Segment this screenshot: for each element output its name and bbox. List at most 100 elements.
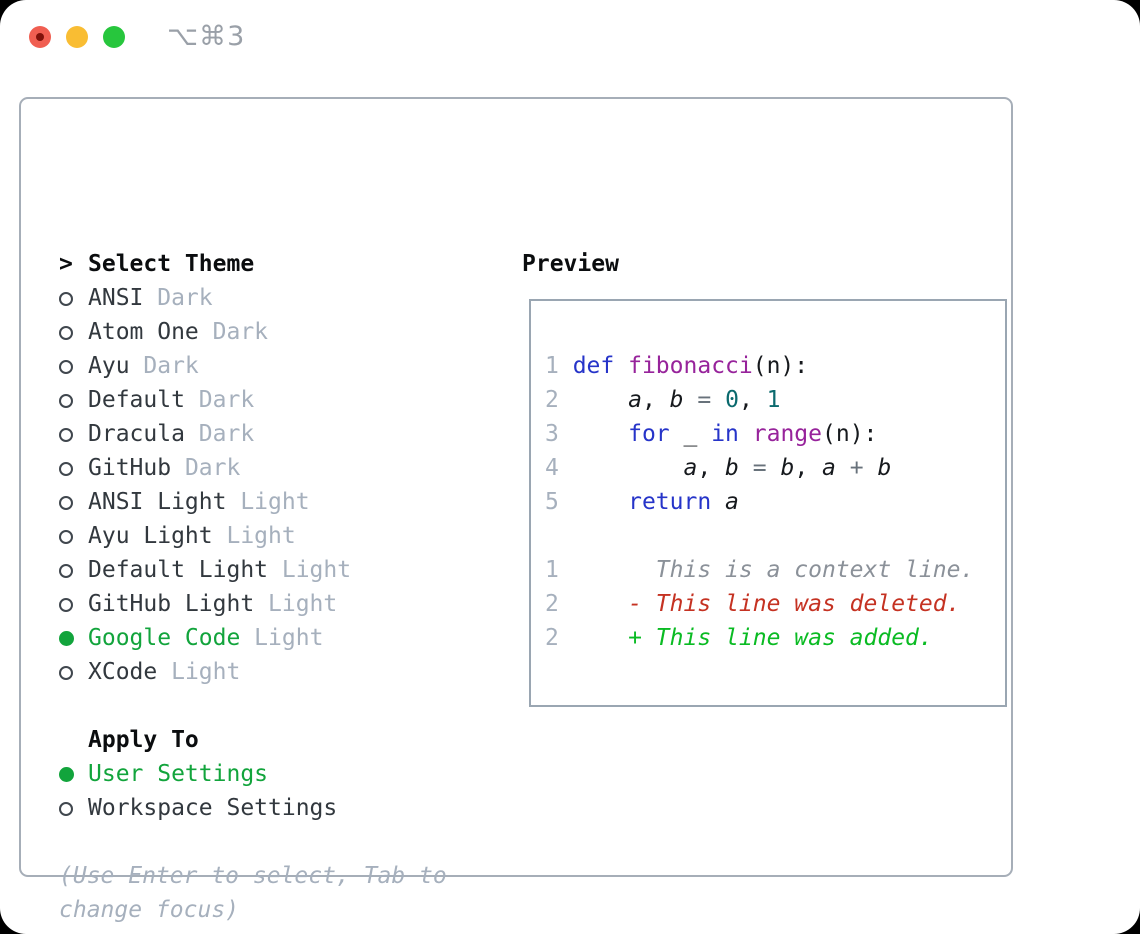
radio-circle — [59, 462, 73, 476]
selected-radio-icon — [59, 757, 88, 791]
theme-option[interactable]: Dracula Dark — [59, 417, 447, 451]
apply-to-option[interactable]: Workspace Settings — [59, 791, 447, 825]
radio-icon — [59, 349, 88, 383]
theme-option[interactable]: ANSI Dark — [59, 281, 447, 315]
radio-circle — [59, 496, 73, 510]
code-token-ctx: This is a context line. — [558, 557, 975, 583]
radio-icon — [59, 519, 88, 553]
code-token-var: b — [877, 455, 892, 481]
radio-icon — [59, 485, 88, 519]
radio-icon — [59, 315, 88, 349]
radio-circle — [59, 326, 73, 340]
apply-to-header: Apply To — [59, 723, 447, 757]
theme-option-label: ANSI — [88, 285, 144, 311]
preview-code-line: 2 + This line was added. — [545, 621, 974, 655]
code-token-var: b — [780, 455, 795, 481]
focus-arrow-icon: > — [59, 251, 73, 277]
theme-variant-badge: Dark — [143, 285, 213, 311]
code-token-pl — [684, 387, 698, 413]
theme-variant-badge: Dark — [129, 353, 199, 379]
code-token-ln: 3 — [545, 421, 573, 447]
radio-icon — [59, 655, 88, 689]
preview-code-line: 5 return a — [545, 485, 974, 519]
code-token-pl — [573, 489, 628, 515]
theme-variant-badge: Light — [212, 523, 296, 549]
code-token-num: 0 — [725, 387, 739, 413]
code-token-pl — [573, 455, 684, 481]
selected-radio-icon — [59, 621, 88, 655]
code-token-pl: , — [697, 455, 726, 481]
theme-option[interactable]: Ayu Light Light — [59, 519, 447, 553]
theme-option[interactable]: Default Dark — [59, 383, 447, 417]
code-token-var: a — [822, 455, 836, 481]
theme-option-label: GitHub Light — [88, 591, 255, 617]
preview-code-line: 2 a, b = 0, 1 — [545, 383, 974, 417]
code-token-pl — [573, 387, 628, 413]
radio-icon — [59, 791, 88, 825]
window-title: ⌥⌘3 — [167, 21, 246, 52]
code-token-pl: , — [794, 455, 823, 481]
preview-header-label: Preview — [522, 251, 619, 277]
theme-option[interactable]: Google Code Light — [59, 621, 447, 655]
theme-option-label: Google Code — [88, 625, 241, 651]
theme-variant-badge: Dark — [198, 319, 269, 345]
apply-to-option-label: Workspace Settings — [88, 795, 338, 821]
code-token-var: a — [628, 387, 642, 413]
help-text-line: change focus) — [59, 897, 240, 923]
code-token-pl — [614, 353, 628, 379]
code-token-pl — [711, 387, 725, 413]
code-token-kw: for — [628, 421, 670, 447]
theme-option[interactable]: Default Light Light — [59, 553, 447, 587]
code-token-kw: in — [711, 421, 739, 447]
code-token-fn: fibonacci — [628, 353, 753, 379]
radio-icon — [59, 281, 88, 315]
code-token-pl: , — [738, 387, 767, 413]
theme-variant-badge: Light — [268, 557, 352, 583]
preview-code-line: 1 def fibonacci(n): — [545, 349, 974, 383]
apply-to-header-label: Apply To — [88, 727, 199, 753]
code-token-ln: 1 — [545, 557, 559, 583]
theme-variant-badge: Light — [240, 625, 324, 651]
preview-code-line: 3 for _ in range(n): — [545, 417, 974, 451]
code-token-var: a — [725, 489, 739, 515]
theme-variant-badge: Dark — [184, 387, 255, 413]
code-token-kw: return — [628, 489, 712, 515]
code-token-var: a — [683, 455, 698, 481]
select-theme-header: > Select Theme — [59, 247, 447, 281]
radio-icon — [59, 417, 88, 451]
maximize-button[interactable] — [103, 26, 125, 48]
preview-code-line — [545, 519, 974, 553]
theme-option[interactable]: ANSI Light Light — [59, 485, 447, 519]
code-token-op: = — [752, 455, 767, 481]
code-token-pl: (n): — [752, 353, 809, 379]
close-button[interactable] — [29, 26, 51, 48]
theme-variant-badge: Light — [157, 659, 241, 685]
theme-option[interactable]: XCode Light — [59, 655, 447, 689]
theme-variant-badge: Dark — [171, 455, 241, 481]
apply-to-option-label: User Settings — [88, 761, 269, 787]
theme-variant-badge: Light — [254, 591, 338, 617]
radio-icon — [59, 587, 88, 621]
theme-option-label: Default — [88, 387, 185, 413]
theme-option-label: Ayu — [88, 353, 130, 379]
theme-option-label: Ayu Light — [88, 523, 213, 549]
theme-option[interactable]: GitHub Dark — [59, 451, 447, 485]
apply-to-option[interactable]: User Settings — [59, 757, 447, 791]
code-token-ln: 5 — [545, 489, 573, 515]
help-text-line: (Use Enter to select, Tab to — [59, 863, 447, 889]
theme-option-label: GitHub — [88, 455, 172, 481]
spacer-row — [59, 825, 447, 859]
radio-circle — [59, 631, 74, 646]
theme-option[interactable]: Ayu Dark — [59, 349, 447, 383]
theme-option[interactable]: Atom One Dark — [59, 315, 447, 349]
theme-option[interactable]: GitHub Light Light — [59, 587, 447, 621]
minimize-button[interactable] — [66, 26, 88, 48]
select-theme-header-label: Select Theme — [88, 251, 255, 277]
code-token-fn: range — [752, 421, 822, 447]
code-token-ln: 1 — [545, 353, 573, 379]
